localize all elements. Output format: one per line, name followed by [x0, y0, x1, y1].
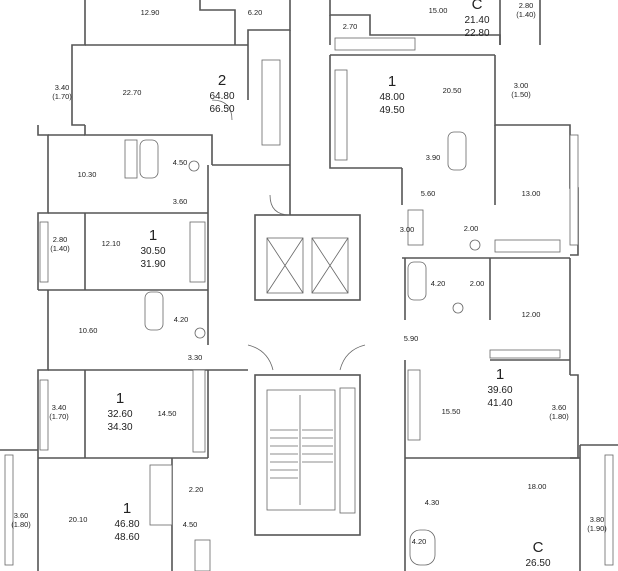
balcony-frame: [569, 134, 579, 246]
bathtub-icon: [144, 291, 164, 331]
room-area: 4.30: [425, 498, 440, 507]
room-area: 2.20: [189, 485, 204, 494]
balcony-area-alt: (1.40): [516, 10, 536, 19]
apartment-total-area-alt: 66.50: [209, 104, 234, 115]
room-area: 5.90: [404, 334, 419, 343]
apartment-total-area-alt: 48.60: [114, 532, 139, 543]
apartment-rooms-count: 1: [388, 73, 396, 90]
apartment-rooms-count: 2: [218, 72, 226, 89]
apartment-total-area: 21.40: [464, 15, 489, 26]
labels: 264.8066.50С21.4022.80148.0049.50130.503…: [11, 0, 607, 569]
room-area: 20.50: [443, 86, 462, 95]
balcony-area: 3.60: [14, 511, 29, 520]
balcony-rail: [334, 37, 416, 51]
balcony-area-alt: (1.80): [11, 520, 31, 529]
apartment-total-area-alt: 22.80: [464, 28, 489, 39]
apartment-total-area-alt: 49.50: [379, 105, 404, 116]
room-area: 4.50: [173, 158, 188, 167]
balcony-area-alt: (1.50): [511, 90, 531, 99]
washing-area: [124, 139, 138, 179]
apartment-total-area-alt: 34.30: [107, 422, 132, 433]
balcony-area: 3.00: [514, 81, 529, 90]
apartment-rooms-count: 1: [496, 366, 504, 383]
kitchen-counter: [261, 59, 281, 146]
apartment-rooms-count: С: [472, 0, 483, 13]
kitchen-counter: [189, 221, 206, 283]
balcony-frame: [39, 379, 49, 451]
room-area: 10.30: [78, 170, 97, 179]
apartment-rooms-count: 1: [149, 227, 157, 244]
room-area: 5.60: [421, 189, 436, 198]
apartment-total-area-alt: 31.90: [140, 259, 165, 270]
room-area: 20.10: [69, 515, 88, 524]
balcony-area: 2.80: [519, 1, 534, 10]
apartment-total-area: 26.50: [525, 558, 550, 569]
room-area: 13.00: [522, 189, 541, 198]
balcony-rail: [494, 239, 561, 253]
balcony-rail: [489, 349, 561, 359]
room-area: 12.10: [102, 239, 121, 248]
balcony-area: 2.80: [53, 235, 68, 244]
fixtures: [4, 37, 614, 571]
room-area: 3.60: [173, 197, 188, 206]
balcony-area: 3.60: [552, 403, 567, 412]
apartment-total-area: 48.00: [379, 92, 404, 103]
balcony-area: 3.80: [590, 515, 605, 524]
closet: [194, 539, 211, 571]
apartment-total-area: 32.60: [107, 409, 132, 420]
balcony-area-alt: (1.40): [50, 244, 70, 253]
apartment-rooms-count: С: [533, 539, 544, 556]
apartment-total-area: 30.50: [140, 246, 165, 257]
balcony-area-alt: (1.90): [587, 524, 607, 533]
apartment-total-area: 46.80: [114, 519, 139, 530]
balcony-area-alt: (1.80): [549, 412, 569, 421]
room-area: 12.00: [522, 310, 541, 319]
room-area: 22.70: [123, 88, 142, 97]
room-area: 3.90: [426, 153, 441, 162]
kitchen-counter: [407, 369, 421, 441]
room-area: 18.00: [528, 482, 547, 491]
toilet-icon: [452, 302, 464, 314]
room-area: 14.50: [158, 409, 177, 418]
kitchen-counter: [192, 369, 206, 453]
balcony-area-alt: (1.70): [52, 92, 72, 101]
room-area: 4.20: [431, 279, 446, 288]
balcony-area: 3.40: [52, 403, 67, 412]
room-area: 2.70: [343, 22, 358, 31]
balcony-area: 3.40: [55, 83, 70, 92]
apartment-rooms-count: 1: [123, 500, 131, 517]
balcony-frame: [39, 221, 49, 283]
room-area: 4.20: [412, 537, 427, 546]
room-area: 2.00: [470, 279, 485, 288]
balcony-frame: [604, 454, 614, 566]
room-area: 12.90: [141, 8, 160, 17]
apartment-total-area: 64.80: [209, 91, 234, 102]
closet: [407, 209, 424, 246]
room-area: 6.20: [248, 8, 263, 17]
room-area: 2.00: [464, 224, 479, 233]
room-area: 4.20: [174, 315, 189, 324]
toilet-icon: [194, 327, 206, 339]
toilet-icon: [469, 239, 481, 251]
room-area: 15.00: [429, 6, 448, 15]
toilet-icon: [188, 160, 200, 172]
apartment-rooms-count: 1: [116, 390, 124, 407]
bathtub-icon: [447, 131, 467, 171]
room-area: 10.60: [79, 326, 98, 335]
apartment-total-area-alt: 41.40: [487, 398, 512, 409]
bathtub-icon: [407, 261, 427, 301]
kitchen-counter: [149, 464, 173, 526]
apartment-total-area: 39.60: [487, 385, 512, 396]
room-area: 3.30: [188, 353, 203, 362]
bathtub-icon: [409, 529, 436, 566]
bathtub-icon: [139, 139, 159, 179]
balcony-area-alt: (1.70): [49, 412, 69, 421]
kitchen-counter: [334, 69, 348, 161]
balcony-frame: [4, 454, 14, 566]
room-area: 3.00: [400, 225, 415, 234]
room-area: 15.50: [442, 407, 461, 416]
room-area: 4.50: [183, 520, 198, 529]
